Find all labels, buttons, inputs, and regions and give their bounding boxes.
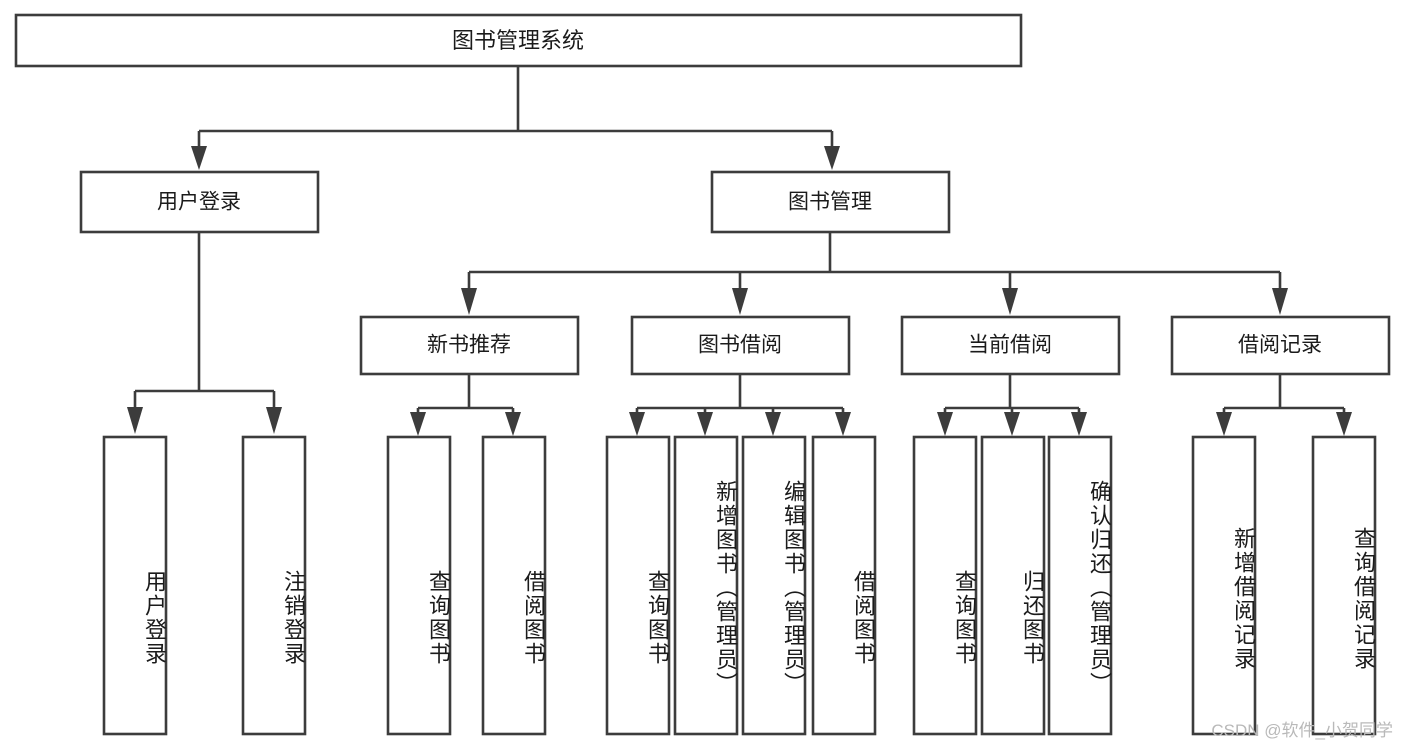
leaf-box-bb-1[interactable] bbox=[673, 435, 739, 736]
node-book-borrow-box bbox=[630, 315, 851, 376]
arrow-head-ul-leaf-0 bbox=[127, 407, 143, 434]
arrow-head-bb-leaf-0 bbox=[629, 412, 645, 436]
node-book-borrow[interactable]: 图书借阅 bbox=[630, 315, 851, 376]
connector-root-to-level1 bbox=[191, 66, 840, 170]
connector-book-borrow-to-leaves bbox=[629, 374, 851, 436]
leaf-box-ul-0[interactable] bbox=[102, 435, 168, 736]
leaf-box-nb-1[interactable] bbox=[481, 435, 547, 736]
leaf-box-br-1[interactable] bbox=[1311, 435, 1377, 736]
watermark: CSDN @软件_小贺同学 bbox=[1211, 721, 1393, 740]
node-user-login[interactable]: 用户登录 bbox=[79, 170, 320, 234]
connector-book-manage-to-level2 bbox=[461, 232, 1288, 315]
leaf-box-bb-2[interactable] bbox=[741, 435, 807, 736]
connector-borrow-record-to-leaves bbox=[1216, 374, 1352, 436]
node-new-book-label: 新书推荐 bbox=[427, 334, 511, 357]
arrow-head-nb-leaf-1 bbox=[505, 412, 521, 436]
arrow-head-new-book bbox=[461, 288, 477, 315]
node-new-book-box bbox=[359, 315, 580, 376]
arrow-head-book-manage bbox=[824, 146, 840, 170]
arrow-head-borrow-record bbox=[1272, 288, 1288, 315]
arrow-head-cb-leaf-0 bbox=[937, 412, 953, 436]
node-borrow-record-label: 借阅记录 bbox=[1238, 334, 1322, 357]
node-borrow-record-box bbox=[1170, 315, 1391, 376]
leaf-box-nb-0[interactable] bbox=[386, 435, 452, 736]
arrow-head-book-borrow bbox=[732, 288, 748, 315]
node-root-box bbox=[14, 13, 1023, 68]
leaf-box-cb-1[interactable] bbox=[980, 435, 1046, 736]
connector-user-login-to-leaves bbox=[127, 232, 282, 434]
arrow-head-br-leaf-1 bbox=[1336, 412, 1352, 436]
leaf-box-br-0[interactable] bbox=[1191, 435, 1257, 736]
leaf-box-ul-1[interactable] bbox=[241, 435, 307, 736]
node-root-label: 图书管理系统 bbox=[452, 28, 584, 53]
arrow-head-user-login bbox=[191, 146, 207, 170]
arrow-head-cb-leaf-1 bbox=[1004, 412, 1020, 436]
node-current-borrow-box bbox=[900, 315, 1121, 376]
arrow-head-bb-leaf-1 bbox=[697, 412, 713, 436]
arrow-head-nb-leaf-0 bbox=[410, 412, 426, 436]
arrow-head-bb-leaf-2 bbox=[765, 412, 781, 436]
node-book-manage-label: 图书管理 bbox=[788, 191, 872, 214]
node-book-manage[interactable]: 图书管理 bbox=[710, 170, 951, 234]
node-current-borrow[interactable]: 当前借阅 bbox=[900, 315, 1121, 376]
arrow-head-cb-leaf-2 bbox=[1071, 412, 1087, 436]
connector-current-borrow-to-leaves bbox=[937, 374, 1087, 436]
arrow-head-bb-leaf-3 bbox=[835, 412, 851, 436]
leaf-box-bb-0[interactable] bbox=[605, 435, 671, 736]
leaf-box-bb-3[interactable] bbox=[811, 435, 877, 736]
arrow-head-br-leaf-0 bbox=[1216, 412, 1232, 436]
leaf-box-cb-2[interactable] bbox=[1047, 435, 1113, 736]
node-book-borrow-label: 图书借阅 bbox=[698, 334, 782, 357]
node-current-borrow-label: 当前借阅 bbox=[968, 334, 1052, 357]
leaf-box-cb-0[interactable] bbox=[912, 435, 978, 736]
node-root[interactable]: 图书管理系统 bbox=[14, 13, 1023, 68]
arrow-head-current-borrow bbox=[1002, 288, 1018, 315]
node-new-book[interactable]: 新书推荐 bbox=[359, 315, 580, 376]
node-borrow-record[interactable]: 借阅记录 bbox=[1170, 315, 1391, 376]
node-book-manage-box bbox=[710, 170, 951, 234]
connector-new-book-to-leaves bbox=[410, 374, 521, 436]
arrow-head-ul-leaf-1 bbox=[266, 407, 282, 434]
node-user-login-label: 用户登录 bbox=[157, 191, 241, 214]
